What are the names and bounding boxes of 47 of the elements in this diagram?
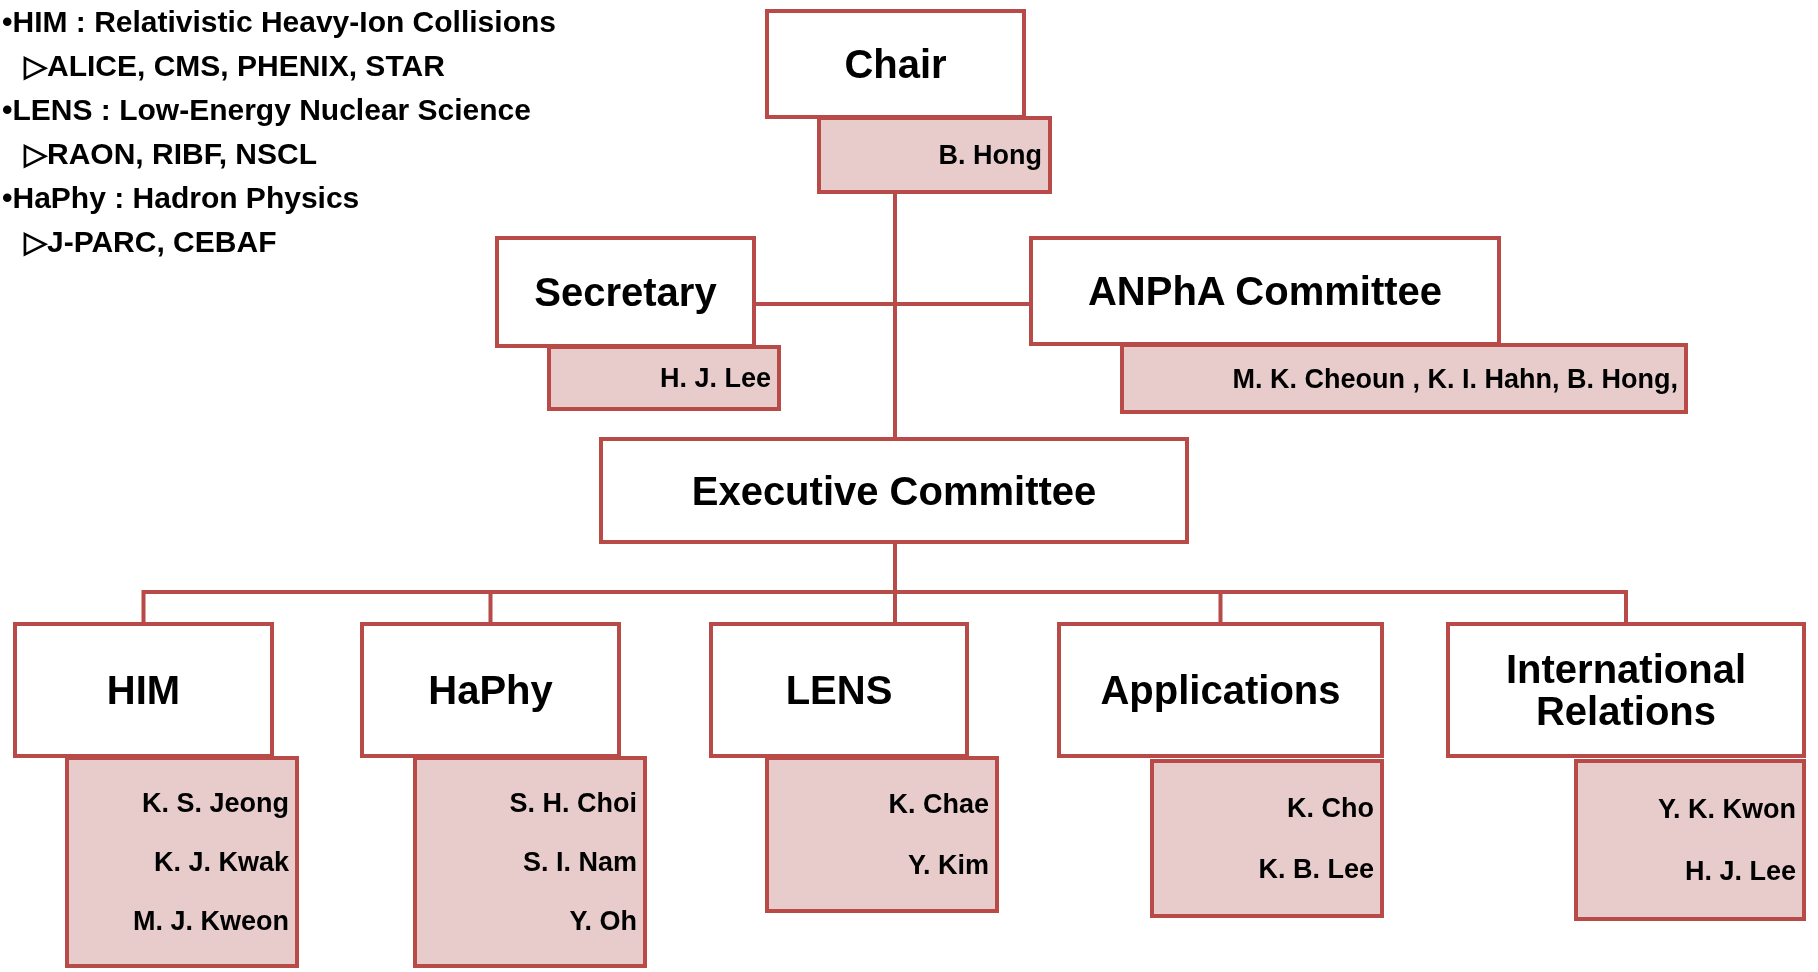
title-box [765, 9, 1026, 119]
title-box [1446, 622, 1806, 758]
legend-note: •HIM : Relativistic Heavy-Ion Collisions [2, 4, 556, 40]
member-name: K. S. Jeong [141, 787, 289, 819]
legend-note: •HaPhy : Hadron Physics [2, 180, 361, 216]
title-box [709, 622, 969, 758]
box-title: Secretary [534, 271, 717, 313]
legend-note: •LENS : Low-Energy Nuclear Science [2, 92, 532, 128]
member-box [1120, 343, 1688, 414]
member-name: M. J. Kweon [133, 905, 289, 937]
member-box [1574, 759, 1806, 921]
member-box [65, 756, 299, 968]
member-name: S. I. Nam [522, 846, 637, 878]
box-title: Executive Committee [691, 469, 1097, 512]
member-box [413, 756, 647, 968]
member-name: K. B. Lee [1258, 853, 1374, 885]
title-box [1029, 236, 1501, 346]
member-box [817, 116, 1052, 194]
box-title: Chair [844, 43, 947, 85]
member-name: Y. Oh [569, 905, 637, 937]
member-name: S. H. Choi [509, 787, 637, 819]
legend-note: ▷RAON, RIBF, NSCL [22, 136, 318, 172]
box-title: Applications [1100, 669, 1341, 711]
title-box [495, 236, 756, 348]
member-name: B. Hong [938, 139, 1042, 171]
legend-note: ▷J-PARC, CEBAF [22, 224, 278, 260]
title-box [13, 622, 274, 758]
box-title: ANPhA Committee [1087, 270, 1443, 312]
box-title: International Relations [1505, 648, 1747, 732]
member-name: Y. Kim [907, 848, 989, 881]
legend-note: ▷ALICE, CMS, PHENIX, STAR [22, 48, 446, 84]
member-name: Y. K. Kwon [1658, 793, 1796, 825]
member-name: K. J. Kwak [153, 846, 289, 878]
title-box [599, 437, 1189, 544]
member-box [765, 756, 999, 913]
member-name: K. Cho [1287, 792, 1374, 824]
title-box [360, 622, 621, 758]
member-box [547, 345, 781, 411]
member-name: H. J. Lee [1684, 855, 1796, 887]
member-name: H. J. Lee [659, 362, 771, 394]
member-name: K. Chae [888, 788, 989, 821]
title-box [1057, 622, 1384, 758]
box-title: LENS [785, 669, 893, 711]
box-title: HaPhy [428, 669, 553, 711]
box-title: HIM [106, 669, 181, 711]
member-box [1150, 759, 1384, 918]
member-name: M. K. Cheoun , K. I. Hahn, B. Hong, [1232, 362, 1678, 395]
